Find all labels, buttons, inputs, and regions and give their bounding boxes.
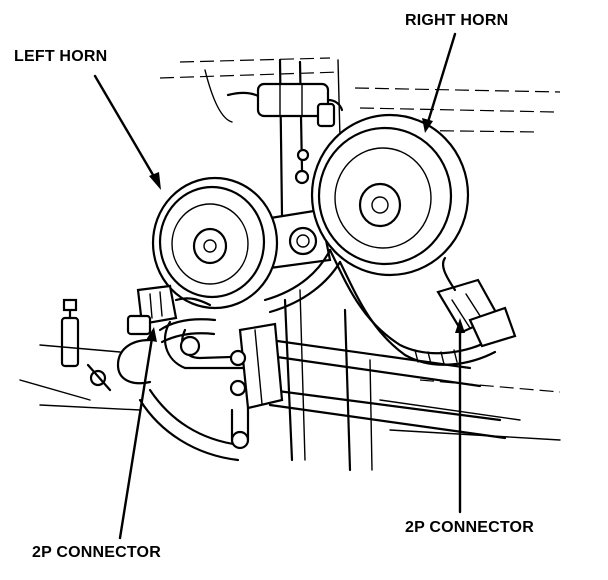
left-side-fittings <box>19 298 141 411</box>
left-2p-connector-label: 2P CONNECTOR <box>32 544 161 561</box>
right-2p-connector-label: 2P CONNECTOR <box>405 519 534 536</box>
left-horn <box>151 176 279 310</box>
left-horn-label: LEFT HORN <box>14 48 108 65</box>
leader-right-horn <box>422 32 457 133</box>
ac-lines <box>138 320 507 462</box>
right-horn <box>310 113 470 277</box>
leader-left-connector <box>118 327 157 540</box>
upper-harness-clip <box>226 82 344 128</box>
leader-left-horn <box>93 74 161 190</box>
leader-right-connector <box>455 318 465 514</box>
right-2p-connector <box>436 256 517 348</box>
left-2p-connector <box>126 284 212 336</box>
right-horn-label: RIGHT HORN <box>405 12 509 29</box>
